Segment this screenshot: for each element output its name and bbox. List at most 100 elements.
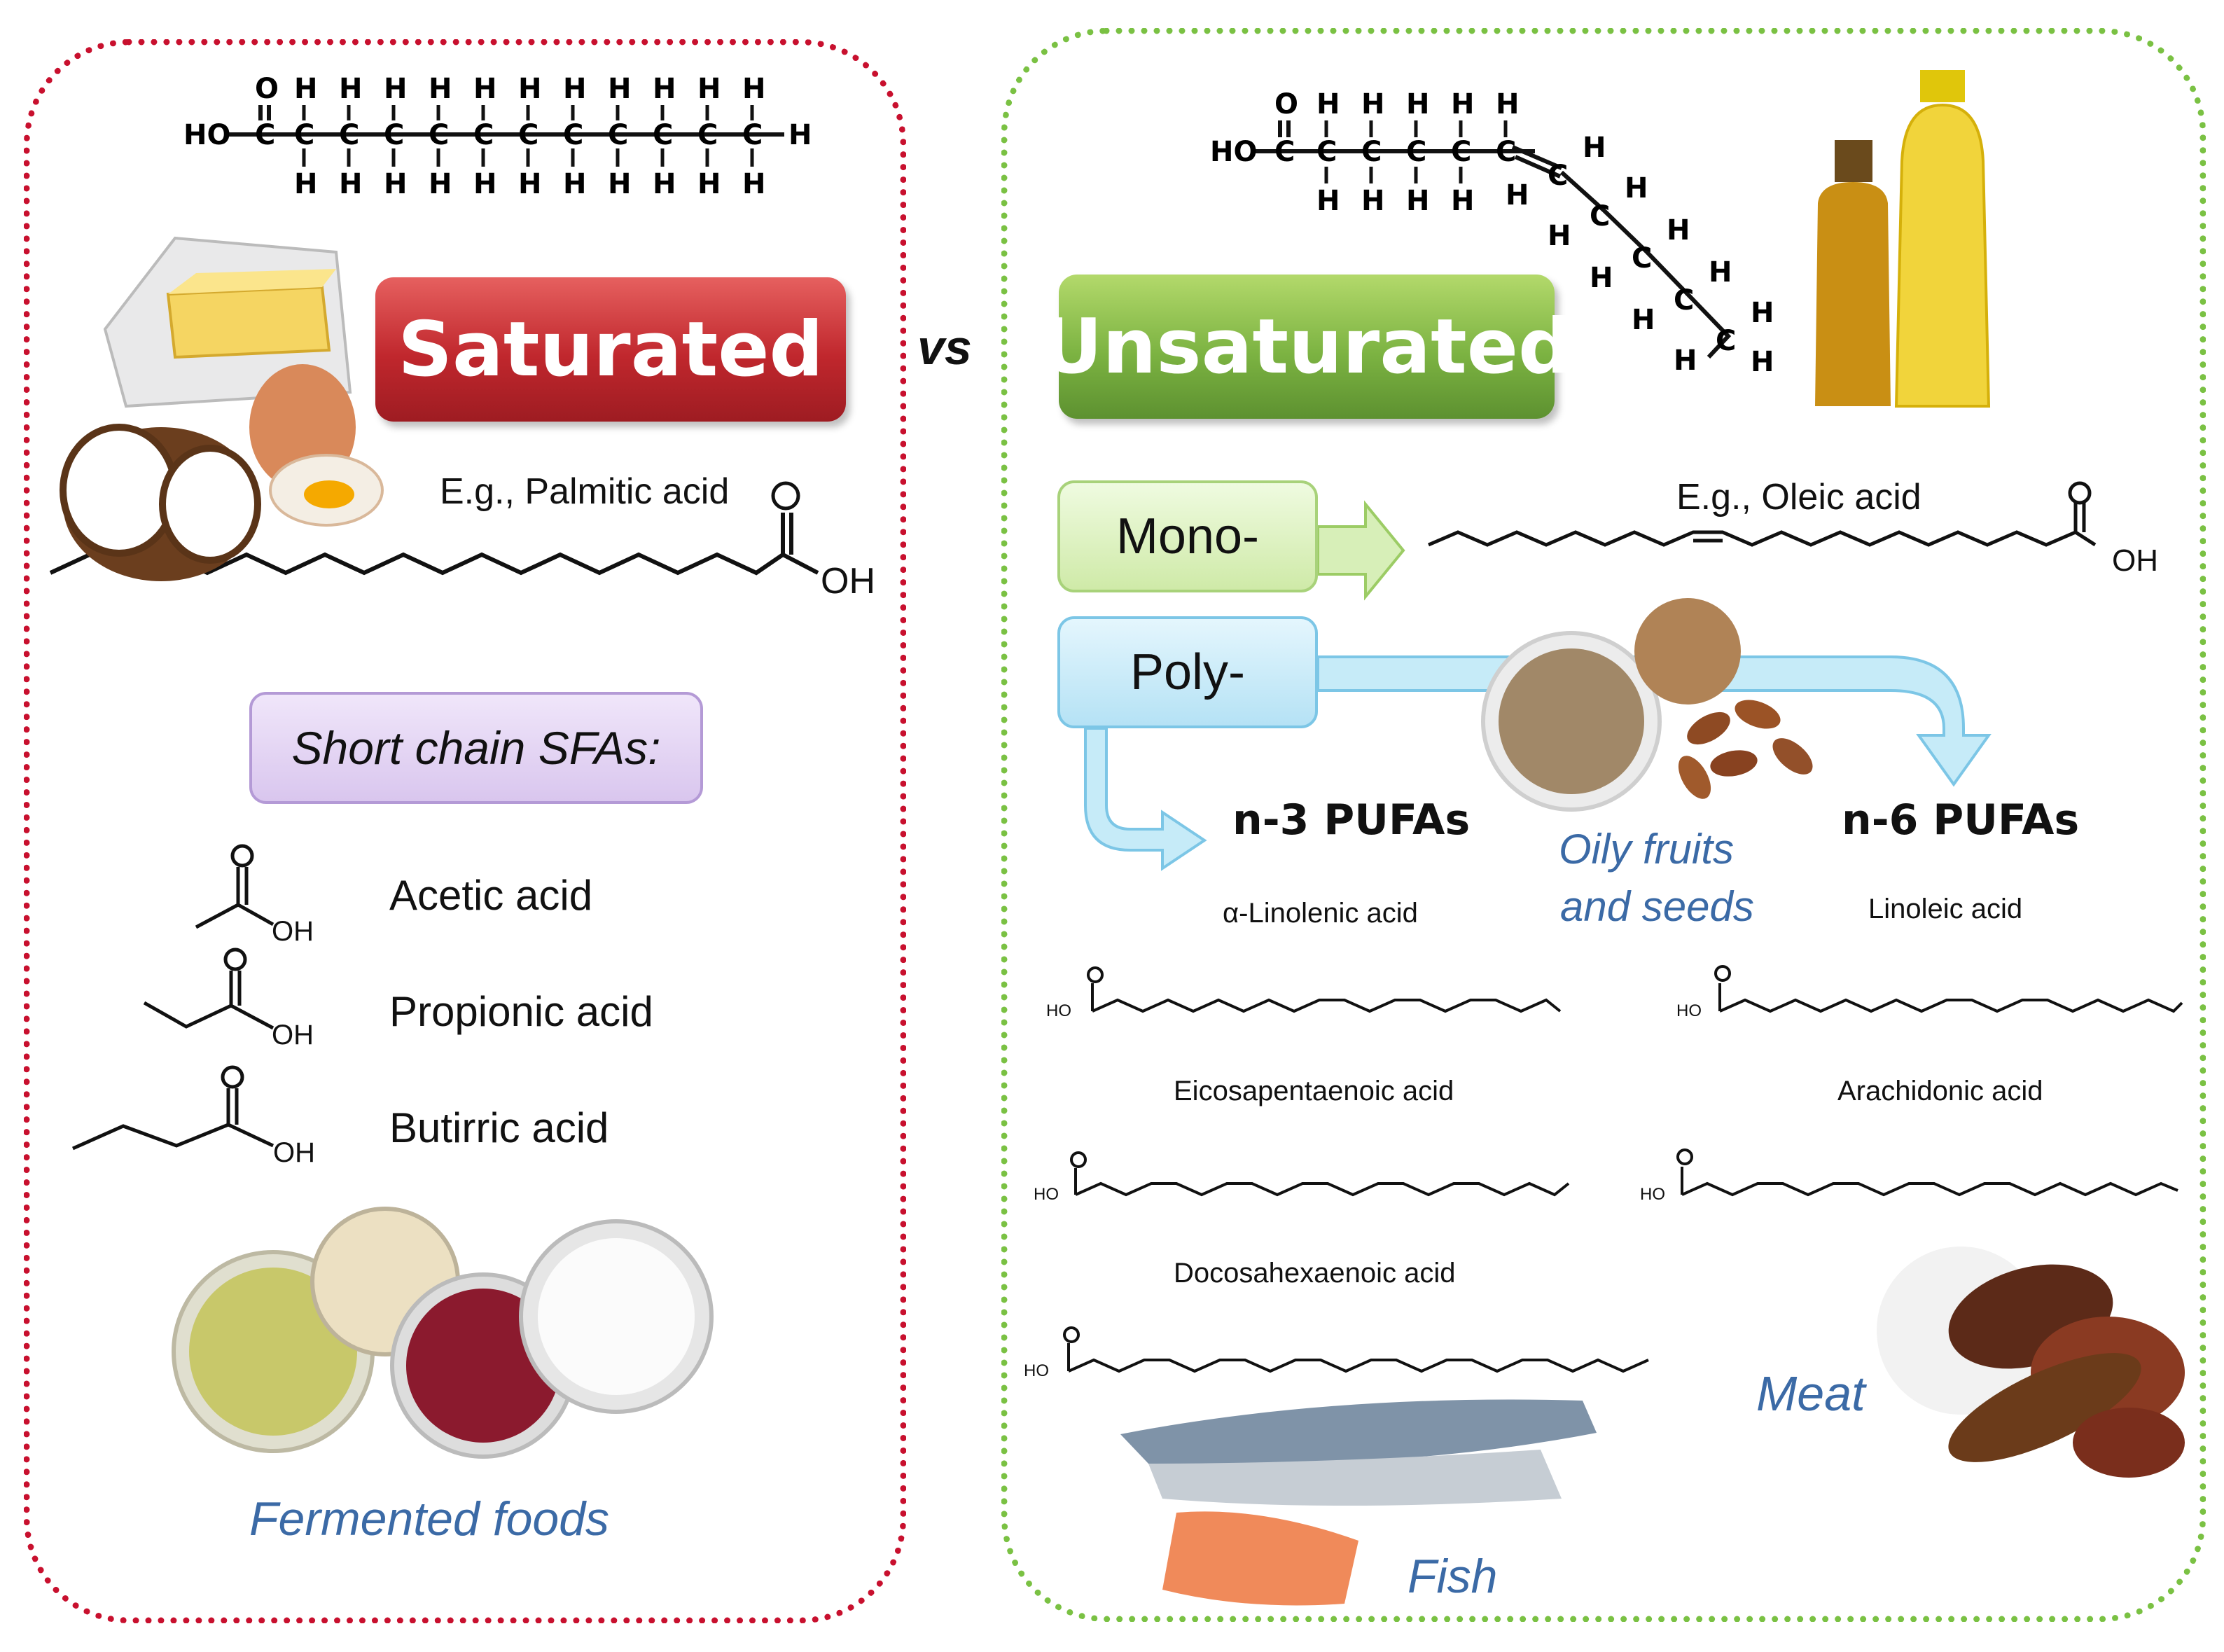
fermented-foods-caption: Fermented foods: [249, 1492, 610, 1546]
formula-carbon: C: [1548, 160, 1568, 192]
butirric-acid-label: Butirric acid: [389, 1104, 609, 1151]
alpha-linolenic-label: α-Linolenic acid: [1223, 898, 1418, 929]
propionic-oh: OH: [272, 1020, 314, 1050]
walnut-icon: [1634, 598, 1741, 704]
butter-icon: [103, 236, 352, 408]
epa-ho: HO: [1034, 1185, 1059, 1204]
arachidonic-label: Arachidonic acid: [1837, 1076, 2043, 1106]
formula-hydrogen: H: [429, 168, 452, 200]
formula-hydrogen: H: [1625, 172, 1648, 204]
formula-hydrogen: H: [1451, 88, 1474, 120]
formula-hydrogen: H: [1406, 185, 1429, 217]
unsaturated-structural-formula: [1253, 120, 1732, 359]
saturated-panel: [24, 39, 906, 1623]
formula-carbon: C: [384, 119, 404, 151]
meat-platter-icon: [1877, 1247, 2185, 1478]
butyric-skeletal: [71, 1065, 274, 1151]
formula-hydrogen: H: [1667, 214, 1690, 247]
palmitic-structural-formula: [228, 105, 784, 137]
formula-hydrogen: H: [1548, 220, 1571, 252]
coconut-icon: [60, 424, 261, 581]
formula-carbon: C: [1274, 136, 1295, 168]
formula-hydrogen: H: [563, 168, 586, 200]
salmon-fillet-icon: [1162, 1511, 1358, 1606]
acetic-acid-label: Acetic acid: [389, 872, 593, 919]
formula-hydrogen: H: [339, 168, 362, 200]
short-chain-sfas-box: Short chain SFAs:: [249, 692, 703, 804]
formula-hydrogen: H: [339, 73, 362, 105]
oleic-example-label: E.g., Oleic acid: [1676, 477, 1921, 518]
palmitic-formula-ho: HO: [183, 119, 230, 151]
fish-caption: Fish: [1408, 1550, 1498, 1603]
formula-carbon: C: [1632, 242, 1652, 275]
unsaturated-title: Unsaturated: [1041, 275, 1572, 419]
la-skeletal: [1714, 965, 2183, 1013]
mono-arrow: [1316, 500, 1405, 601]
formula-hydrogen: H: [697, 73, 721, 105]
formula-carbon: C: [1590, 200, 1610, 232]
saturated-title: Saturated: [375, 277, 846, 422]
unsaturated-panel: [1001, 28, 2206, 1622]
formula-carbon: C: [473, 119, 494, 151]
meat-caption: Meat: [1756, 1366, 1865, 1421]
mono-box: Mono-: [1057, 480, 1318, 592]
palmitic-example-label: E.g., Palmitic acid: [440, 471, 730, 512]
acetic-oh: OH: [272, 916, 314, 947]
oil-bottles-icon: [1815, 70, 1991, 408]
formula-carbon: C: [1716, 325, 1736, 357]
formula-hydrogen: H: [608, 73, 631, 105]
egg-icon: [249, 364, 384, 527]
formula-hydrogen: H: [518, 168, 541, 200]
formula-hydrogen: H: [1583, 132, 1606, 164]
oleic-oh-label: OH: [2112, 543, 2158, 578]
formula-carbon: C: [1361, 136, 1382, 168]
formula-hydrogen: H: [742, 168, 765, 200]
formula-hydrogen: H: [608, 168, 631, 200]
aa-ho: HO: [1640, 1185, 1665, 1204]
formula-hydrogen: H: [1674, 345, 1697, 377]
formula-carbon: C: [1451, 136, 1471, 168]
formula-hydrogen: H: [653, 73, 676, 105]
vs-label: vs: [917, 320, 972, 375]
formula-hydrogen: H: [429, 73, 452, 105]
formula-hydrogen: H: [1316, 88, 1340, 120]
palmitic-formula-o: O: [255, 73, 279, 105]
formula-hydrogen: H: [1632, 304, 1655, 336]
formula-carbon: C: [339, 119, 359, 151]
formula-hydrogen: H: [1709, 256, 1732, 289]
formula-hydrogen: H: [1316, 185, 1340, 217]
formula-hydrogen: H: [563, 73, 586, 105]
formula-hydrogen: H: [1451, 185, 1474, 217]
formula-hydrogen: H: [294, 73, 317, 105]
formula-carbon: C: [518, 119, 538, 151]
palmitic-oh-label: OH: [821, 561, 875, 602]
propionic-skeletal: [143, 948, 274, 1030]
linoleic-label: Linoleic acid: [1868, 894, 2023, 924]
formula-hydrogen: H: [788, 119, 812, 151]
oily-fruits-caption-line2: and seeds: [1560, 883, 1754, 930]
formula-carbon: C: [608, 119, 628, 151]
fermented-food-bowls-icon: [172, 1207, 714, 1459]
formula-carbon: C: [742, 119, 763, 151]
formula-carbon: C: [563, 119, 583, 151]
formula-hydrogen: H: [1751, 346, 1774, 378]
formula-hydrogen: H: [1590, 262, 1613, 294]
aa-skeletal: [1676, 1148, 2178, 1197]
epa-skeletal: [1070, 1151, 1570, 1197]
formula-carbon: C: [1316, 136, 1337, 168]
dha-ho: HO: [1024, 1361, 1049, 1380]
formula-hydrogen: H: [518, 73, 541, 105]
formula-hydrogen: H: [1751, 297, 1774, 329]
poly-n6-arrow: [1316, 655, 1992, 787]
formula-carbon: C: [1406, 136, 1426, 168]
formula-carbon: C: [294, 119, 314, 151]
butyric-oh: OH: [273, 1137, 315, 1168]
n3-pufas-heading: n-3 PUFAs: [1232, 796, 1471, 845]
unsat-formula-ho: HO: [1210, 136, 1257, 168]
formula-carbon: C: [255, 119, 275, 151]
n6-pufas-heading: n-6 PUFAs: [1842, 796, 2080, 845]
formula-hydrogen: H: [384, 168, 407, 200]
formula-hydrogen: H: [653, 168, 676, 200]
